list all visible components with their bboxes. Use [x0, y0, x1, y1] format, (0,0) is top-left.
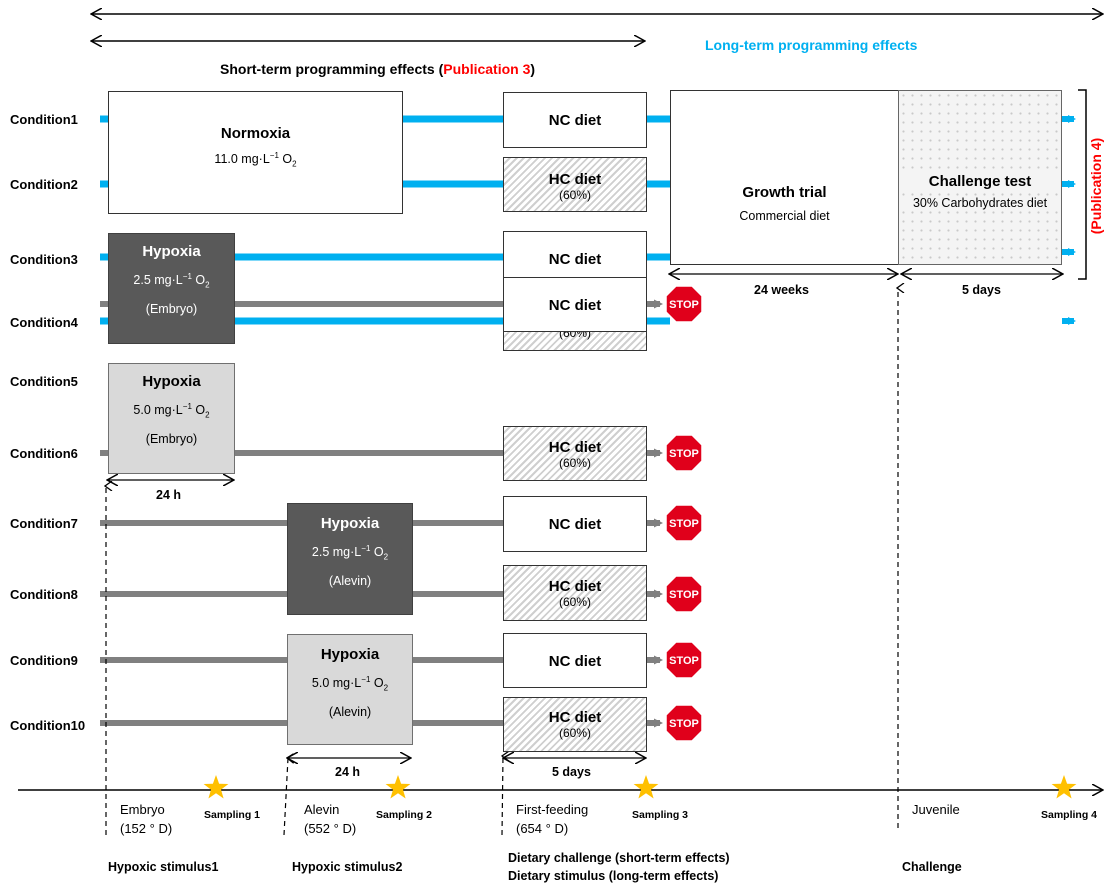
nc-diet-box-7: NC diet: [503, 496, 647, 552]
long-term-label: Long-term programming effects: [705, 37, 918, 53]
svg-text:STOP: STOP: [669, 299, 699, 311]
star-sampling4: [1051, 775, 1077, 799]
growth-trial-box: Growth trial Commercial diet: [670, 90, 899, 265]
hypoxia-title: Hypoxia: [142, 373, 201, 390]
condition-label-7: Condition7: [10, 516, 78, 531]
star-sampling3: [633, 775, 659, 799]
svg-text:STOP: STOP: [669, 589, 699, 601]
publication4-bracket: [1078, 89, 1087, 280]
firstfeed-5d-label: 5 days: [552, 765, 591, 779]
hypoxia-title: Hypoxia: [142, 243, 201, 260]
alevin-marker: [283, 758, 288, 836]
condition-label-5: Condition5: [10, 374, 78, 389]
stage-embryo: Embryo(152 ° D): [120, 802, 173, 836]
hypoxia-embryo-severe-box: Hypoxia 2.5 mg·L−1 O2 (Embryo): [108, 233, 235, 344]
hypoxia-title: Hypoxia: [320, 515, 380, 532]
challenge-test-title: Challenge test: [899, 173, 1061, 190]
star-sampling2: [385, 775, 411, 799]
svg-text:STOP: STOP: [669, 718, 699, 730]
nc-diet-box-9: NC diet: [503, 633, 647, 688]
challenge-label: Challenge: [902, 860, 962, 874]
condition-label-8: Condition8: [10, 587, 78, 602]
condition-label-4: Condition4: [10, 315, 78, 330]
sampling-1-label: Sampling 1: [204, 809, 261, 821]
hc-diet-box-10: HC diet(60%): [503, 697, 647, 752]
alevin-24h-label: 24 h: [335, 765, 361, 779]
hypoxia-stage: (Alevin): [328, 573, 372, 588]
stop-sign-6: STOP: [665, 434, 703, 472]
normoxia-value: 11.0 mg·L−1 O2: [214, 151, 297, 169]
embryo-24h-label: 24 h: [156, 488, 182, 502]
hypoxic-stimulus1-label: Hypoxic stimulus1: [108, 860, 219, 874]
nc-diet-condition5: NC diet: [503, 277, 647, 332]
hypoxia-stage: (Embryo): [145, 301, 198, 316]
hypoxia-value: 2.5 mg·L−1 O2: [133, 272, 210, 290]
stage-alevin: Alevin(552 ° D): [304, 802, 357, 836]
star-sampling1: [203, 775, 229, 799]
normoxia-box: Normoxia 11.0 mg·L−1 O2: [108, 91, 403, 214]
sampling-3-label: Sampling 3: [632, 809, 689, 821]
hypoxia-title: Hypoxia: [320, 646, 380, 663]
hypoxia-stage: (Embryo): [145, 431, 198, 446]
stop-sign-7: STOP: [665, 504, 703, 542]
svg-text:STOP: STOP: [669, 518, 699, 530]
hypoxia-stage: (Alevin): [328, 704, 372, 719]
publication4-label: (Publication 4): [1088, 137, 1104, 235]
condition-label-3: Condition3: [10, 252, 78, 267]
hc-diet-box-8: HC diet(60%): [503, 565, 647, 621]
challenge-5d-label: 5 days: [962, 283, 1001, 297]
condition-label-1: Condition1: [10, 112, 78, 127]
hypoxia-value: 5.0 mg·L−1 O2: [133, 402, 210, 420]
hypoxia-value: 5.0 mg·L−1 O2: [311, 675, 389, 693]
growth-trial-title: Growth trial: [742, 184, 827, 201]
svg-text:STOP: STOP: [669, 655, 699, 667]
condition-label-2: Condition2: [10, 177, 78, 192]
sampling-4-label: Sampling 4: [1041, 809, 1098, 821]
stage-first-feeding: First-feeding(654 ° D): [516, 802, 589, 836]
condition-label-6: Condition6: [10, 446, 78, 461]
grey-condition-lines: [100, 301, 503, 726]
hypoxia-value: 2.5 mg·L−1 O2: [311, 544, 389, 562]
challenge-test-sub: 30% Carbohydrates diet: [899, 196, 1061, 210]
firstfeed-marker: [502, 756, 503, 836]
condition-label-9: Condition9: [10, 653, 78, 668]
stop-sign-10: STOP: [665, 704, 703, 742]
sampling-stars: [203, 775, 1077, 799]
hc-diet-box-2: HC diet(60%): [503, 157, 647, 212]
condition-label-10: Condition10: [10, 718, 86, 733]
challenge-test-box: Challenge test 30% Carbohydrates diet: [898, 90, 1062, 265]
nc-diet-box-1: NC diet: [503, 92, 647, 148]
svg-text:STOP: STOP: [669, 448, 699, 460]
growth-24w-label: 24 weeks: [754, 283, 809, 297]
growth-trial-sub: Commercial diet: [739, 209, 830, 223]
blue-condition-lines: [100, 115, 670, 325]
stop-sign-8: STOP: [665, 575, 703, 613]
dietary-label: Dietary challenge (short-term effects)Di…: [508, 851, 730, 883]
sampling-2-label: Sampling 2: [376, 809, 433, 821]
hc-diet-box-6: HC diet(60%): [503, 426, 647, 481]
short-term-label: Short-term programming effects (Publicat…: [220, 61, 536, 77]
stop-sign-5: STOP: [665, 285, 703, 323]
normoxia-title: Normoxia: [220, 125, 291, 142]
hypoxia-alevin-severe-box: Hypoxia 2.5 mg·L−1 O2 (Alevin): [287, 503, 413, 615]
hypoxia-alevin-moderate-box: Hypoxia 5.0 mg·L−1 O2 (Alevin): [287, 634, 413, 745]
stage-juvenile: Juvenile: [912, 802, 960, 817]
hypoxic-stimulus2-label: Hypoxic stimulus2: [292, 860, 403, 874]
publication3-label: Publication 3: [443, 61, 531, 77]
stop-sign-9: STOP: [665, 641, 703, 679]
hypoxia-embryo-moderate-box: Hypoxia 5.0 mg·L−1 O2 (Embryo): [108, 363, 235, 474]
